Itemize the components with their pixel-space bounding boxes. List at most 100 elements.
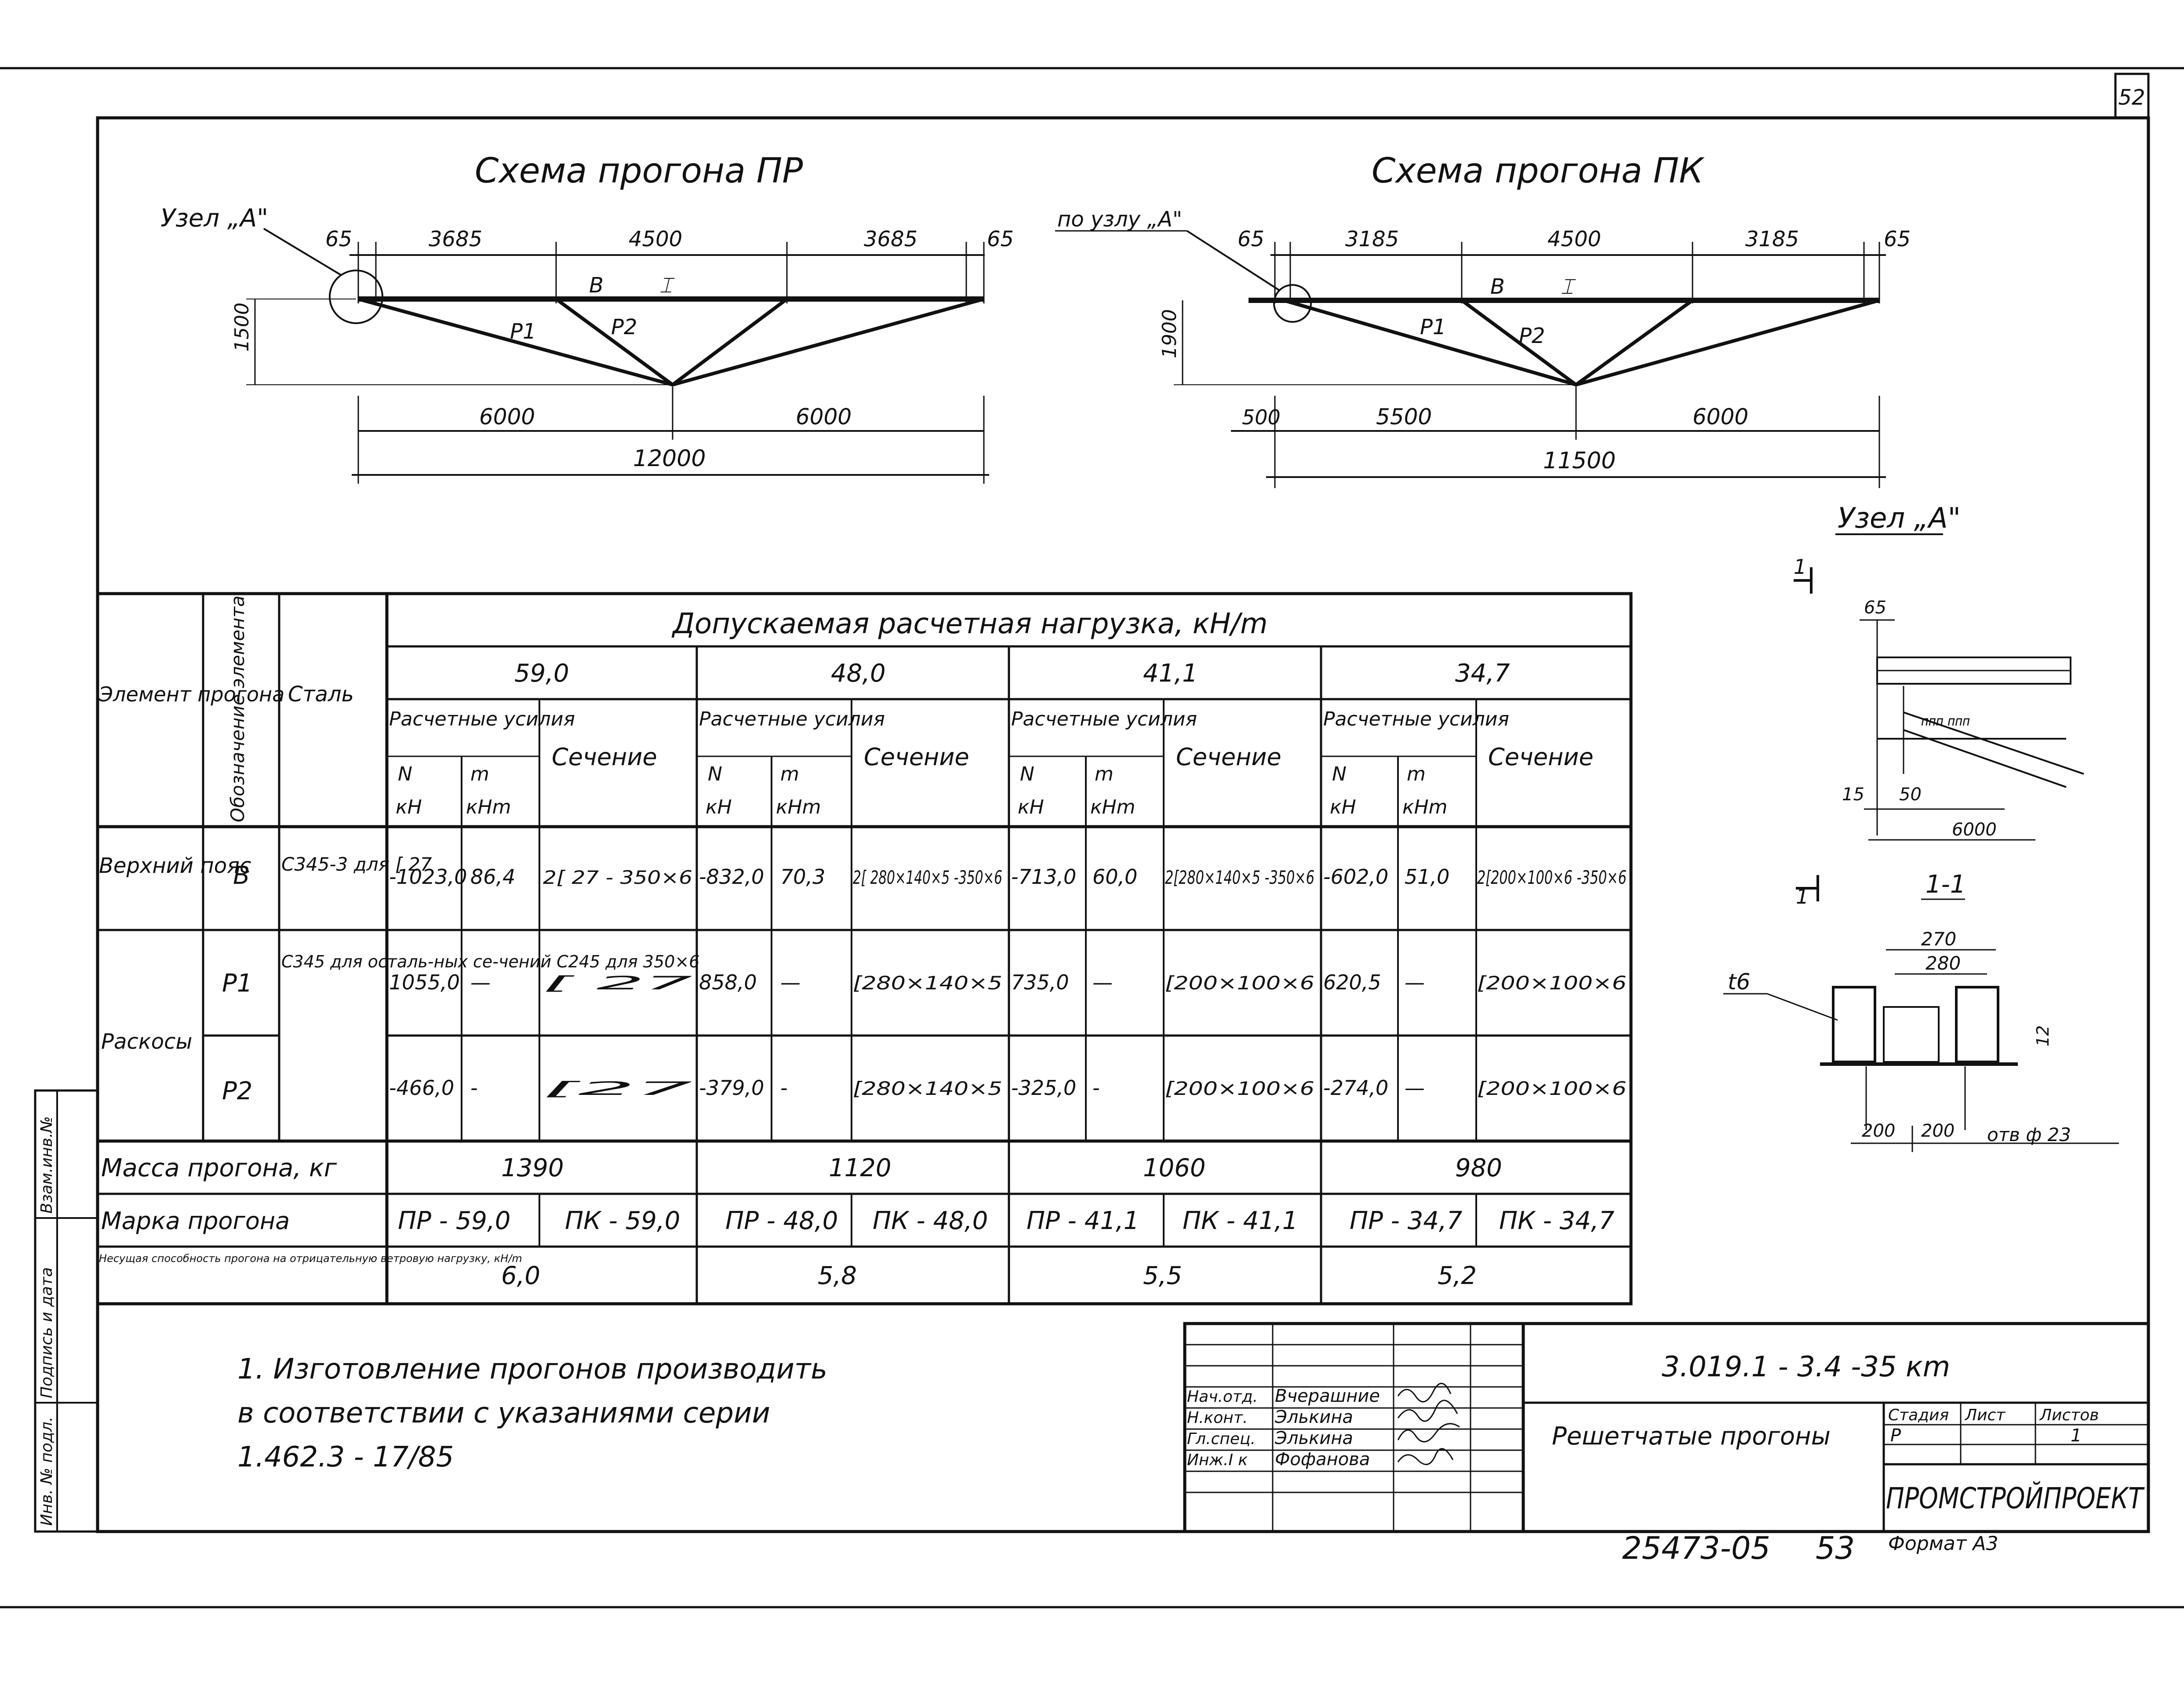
- pk-total: 11500: [1543, 448, 1616, 474]
- table-cell: 858,0: [699, 970, 757, 994]
- table-cell: —: [470, 970, 491, 994]
- pk-node-circle: [1273, 284, 1312, 323]
- forces-label-3: Расчетные усилия: [1011, 708, 1197, 730]
- person-1: Вчерашние: [1275, 1386, 1380, 1406]
- table-cell: -: [1092, 1076, 1100, 1100]
- scheme-pr: Схема прогона ПР Узел „А" 65 3685 4500 3…: [160, 151, 1014, 484]
- notes: 1. Изготовление прогонов производить в с…: [237, 1353, 827, 1473]
- table-cell: -713,0: [1011, 865, 1076, 889]
- pk-bottom-dim-1: 500: [1242, 405, 1281, 429]
- n-unit-1: кН: [396, 796, 422, 818]
- load-41: 41,1: [1143, 659, 1198, 688]
- section-dim-200a: 200: [1862, 1121, 1895, 1141]
- organization: ПРОМСТРОЙПРОЕКТ: [1886, 1481, 2145, 1515]
- pr-label-b: В: [589, 273, 604, 298]
- col-designation-header: Обозначение элемента: [227, 595, 248, 822]
- pk-dim-2: 3185: [1345, 227, 1399, 252]
- m-label-3: m: [1095, 763, 1114, 785]
- pr-label-p2: Р2: [611, 315, 637, 339]
- signature-3: [1397, 1423, 1460, 1443]
- table-cell: 735,0: [1011, 970, 1069, 994]
- pr-label-p1: Р1: [510, 319, 536, 344]
- scheme-pk: Схема прогона ПК по узлу „А" 65 3185 450…: [1055, 151, 1911, 488]
- pk-label-p1: Р1: [1420, 315, 1446, 339]
- mark-pr-41: ПР - 41,1: [1026, 1207, 1139, 1235]
- pr-bottom-dim-2: 6000: [796, 404, 852, 430]
- section-web: [1883, 1006, 1940, 1063]
- drawing-name: Решетчатые прогоны: [1552, 1422, 1831, 1451]
- node-a-dim-65: 65: [1864, 598, 1886, 618]
- pk-dim-5: 65: [1884, 227, 1911, 252]
- m-label-2: m: [780, 763, 799, 785]
- pr-ibeam-icon: ⌶: [659, 273, 675, 298]
- section-label-3: Сечение: [1176, 743, 1281, 771]
- table-cell: -602,0: [1323, 865, 1388, 889]
- pr-dim-5: 65: [987, 227, 1014, 252]
- capacity-34: 5,2: [1438, 1262, 1477, 1290]
- table-cell: [200×100×6: [1477, 1078, 1627, 1099]
- pk-height: 1900: [1158, 309, 1181, 358]
- col-element-header: Элемент прогона: [98, 682, 284, 706]
- mark-label: Марка прогона: [101, 1207, 290, 1235]
- section-dim-280: 280: [1926, 952, 1961, 974]
- section-label-2: Сечение: [864, 743, 969, 771]
- pr-dim-4: 3685: [864, 227, 917, 252]
- table-cell: -274,0: [1323, 1076, 1388, 1100]
- forces-label-2: Расчетные усилия: [699, 708, 885, 730]
- n-label-4: N: [1332, 763, 1347, 785]
- mark-pr-59: ПР - 59,0: [398, 1207, 510, 1235]
- row-p1-mark: Р1: [222, 969, 252, 998]
- pk-label-b: В: [1490, 274, 1505, 299]
- table-cell: —: [780, 970, 801, 994]
- role-1: Нач.отд.: [1187, 1388, 1258, 1406]
- col-steel-header: Сталь: [288, 682, 354, 707]
- mark-pr-34: ПР - 34,7: [1350, 1207, 1463, 1235]
- node-a-dim-50: 50: [1899, 784, 1922, 805]
- pr-dim-2: 3685: [429, 227, 482, 252]
- pr-total: 12000: [633, 445, 706, 472]
- pk-node-callout: по узлу „А": [1057, 207, 1182, 232]
- row-diagonals-label: Раскосы: [101, 1029, 192, 1054]
- table-cell: —: [1092, 970, 1113, 994]
- mass-41: 1060: [1143, 1154, 1206, 1182]
- mark-pr-48: ПР - 48,0: [725, 1207, 838, 1235]
- table-cell: -: [470, 1076, 478, 1100]
- signature-2: [1397, 1400, 1458, 1422]
- node-a-callout: Узел „А": [160, 204, 268, 233]
- stamp-inv-podl: Инв. № подл.: [38, 1417, 56, 1526]
- table-cell: -325,0: [1011, 1076, 1076, 1100]
- pr-dim-3: 4500: [629, 227, 682, 252]
- sheets-label: Листов: [2039, 1406, 2099, 1424]
- table-cell: -1023,0: [389, 865, 467, 889]
- table-cell: 2[ 280×140×5 -350×6: [853, 867, 1002, 888]
- mass-48: 1120: [829, 1154, 892, 1182]
- table-cell: 2[ 27 - 350×6: [543, 867, 692, 888]
- mark-pk-41: ПК - 41,1: [1183, 1207, 1298, 1235]
- pr-dim-1: 65: [325, 227, 352, 252]
- note-line-2: в соответствии с указаниями серии: [237, 1397, 770, 1430]
- scheme-pr-title: Схема прогона ПР: [475, 151, 803, 191]
- node-a-dim-6000: 6000: [1952, 820, 1997, 840]
- role-2: Н.конт.: [1187, 1409, 1248, 1427]
- node-a-cut-top: 1: [1794, 555, 1806, 579]
- table-cell: [280×140×5: [853, 1078, 1002, 1099]
- forces-label-4: Расчетные усилия: [1323, 708, 1509, 730]
- forces-label-1: Расчетные усилия: [389, 708, 575, 730]
- n-unit-4: кН: [1330, 796, 1356, 818]
- load-headers: 59,0 48,0 41,1 34,7: [514, 659, 1510, 688]
- n-unit-2: кН: [706, 796, 732, 818]
- section-label-4: Сечение: [1488, 743, 1594, 771]
- pk-dim-1: 65: [1238, 227, 1264, 252]
- n-label-2: N: [708, 763, 722, 785]
- drawing-code: 3.019.1 - 3.4 -35 кm: [1662, 1351, 1950, 1383]
- table-cell: -832,0: [699, 865, 764, 889]
- mark-cells: ПР - 59,0 ПК - 59,0 ПР - 48,0 ПК - 48,0 …: [398, 1207, 1615, 1235]
- weld-icon: ᴨᴨᴨ ᴨᴨᴨ: [1921, 714, 1970, 729]
- table-main-header: Допускаемая расчетная нагрузка, кН/m: [671, 608, 1268, 640]
- table-cell: [ 27: [543, 972, 693, 994]
- plate-label: t6: [1728, 969, 1750, 995]
- section-dim-270: 270: [1921, 928, 1956, 950]
- load-34: 34,7: [1455, 659, 1510, 688]
